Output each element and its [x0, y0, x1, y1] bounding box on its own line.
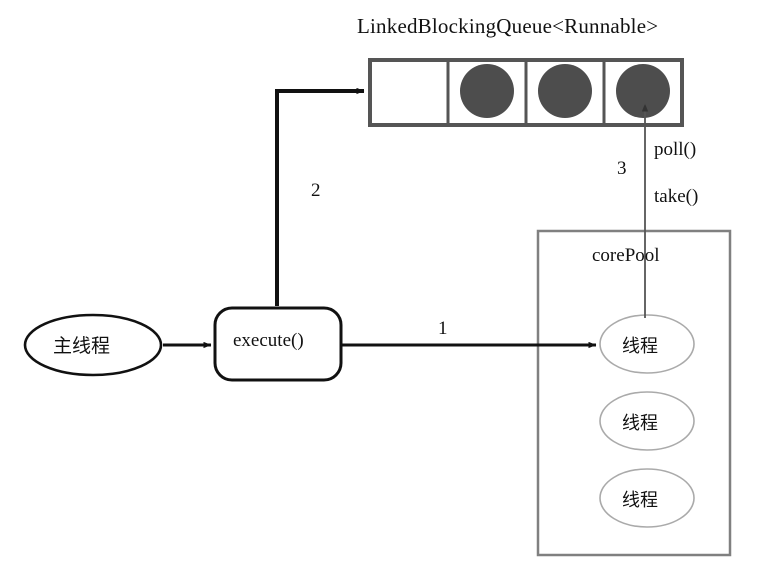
thread-label: 线程 — [622, 413, 658, 434]
edge-execute-to-queue — [275, 87, 365, 306]
main-thread-ellipse — [23, 313, 163, 377]
core-pool-label: corePool — [592, 245, 660, 266]
thread-ellipse — [599, 468, 695, 528]
annotation-poll: poll() — [654, 139, 697, 160]
execute-box-label: execute() — [233, 330, 304, 351]
queue-task-item — [460, 64, 514, 118]
queue-task-item — [616, 64, 670, 118]
thread-ellipse — [599, 314, 695, 374]
thread-ellipse — [599, 391, 695, 451]
queue-title: LinkedBlockingQueue<Runnable> — [357, 14, 659, 38]
edge-label-3: 3 — [617, 158, 627, 179]
edge-label-2: 2 — [311, 180, 321, 201]
queue-task-item — [538, 64, 592, 118]
thread-label: 线程 — [622, 336, 658, 357]
core-pool-box — [536, 229, 732, 557]
main-thread-label: 主线程 — [53, 335, 111, 357]
thread-label: 线程 — [622, 490, 658, 511]
annotation-take: take() — [654, 186, 699, 207]
edge-label-1: 1 — [438, 318, 448, 339]
